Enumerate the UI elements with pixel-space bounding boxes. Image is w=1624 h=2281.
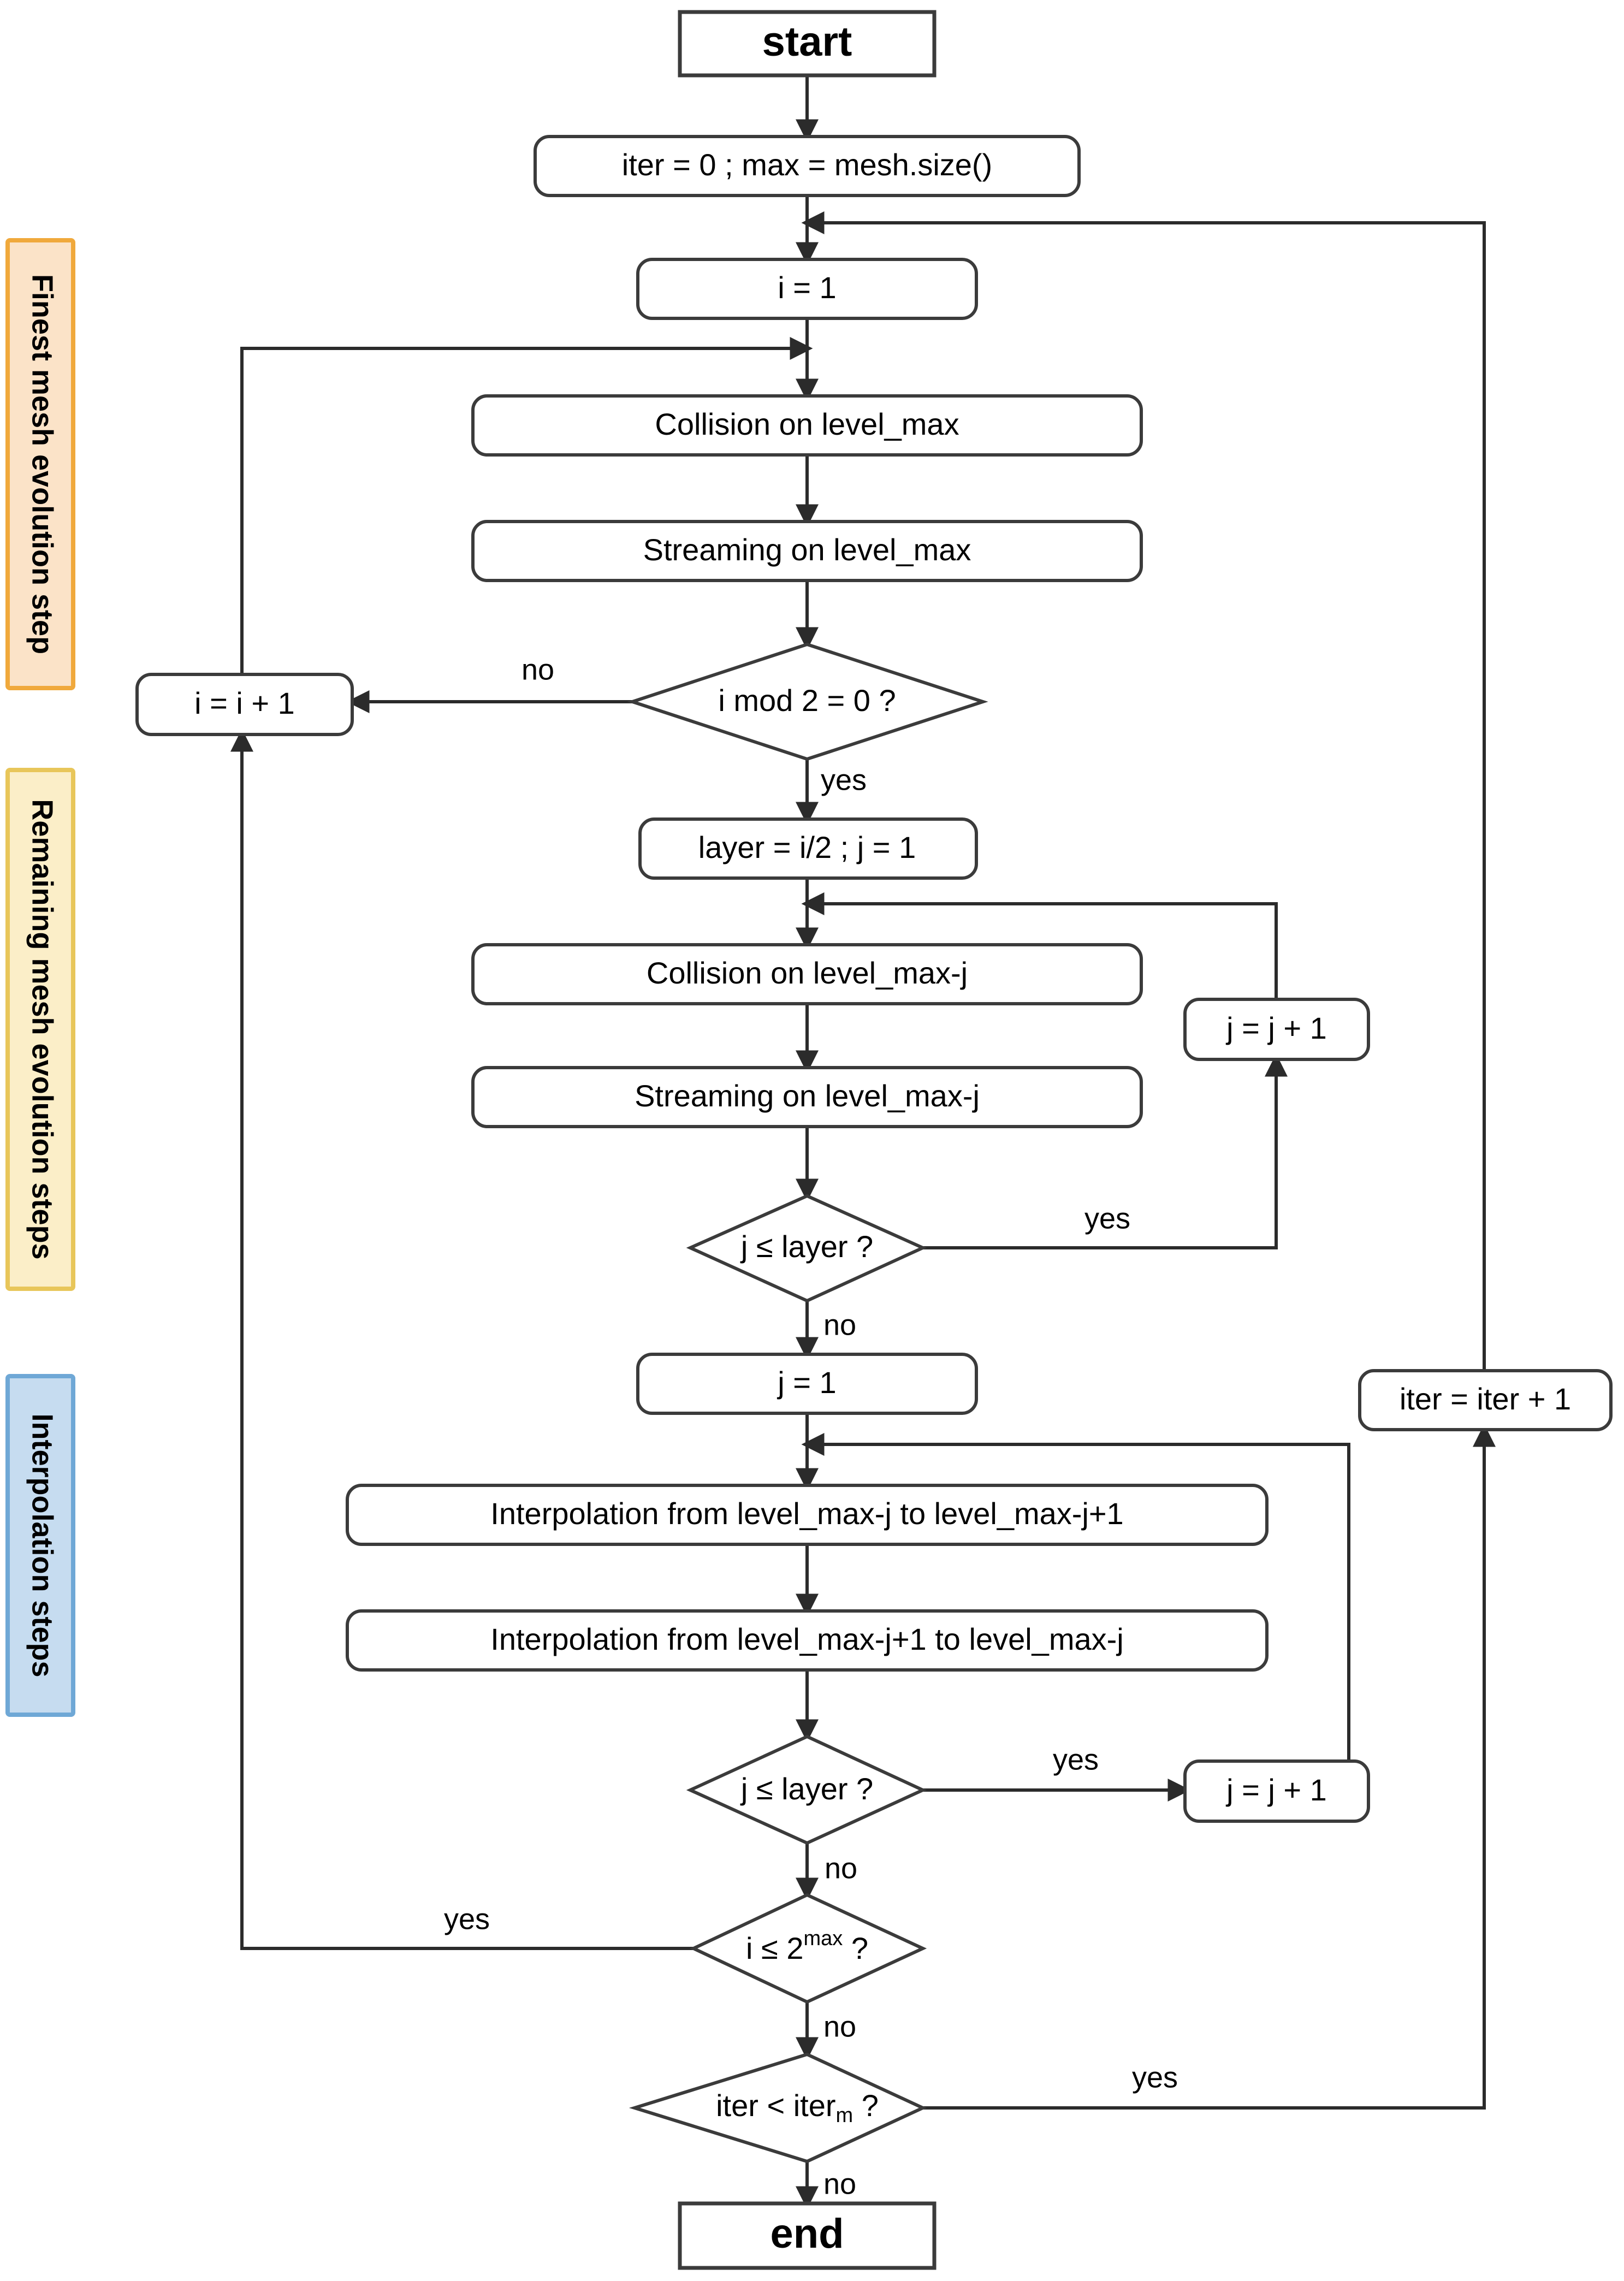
node-jlayer1-shape[interactable] [686,1194,927,1303]
node-end-shape[interactable] [678,2201,937,2270]
node-layer-assign[interactable]: layer = i/2 ; j = 1 [638,817,978,880]
node-j-increment-interpolation[interactable]: j = j + 1 [1183,1759,1370,1823]
node-streaming-maxj-shape[interactable] [471,1066,1143,1128]
node-decision-j-le-layer-interpolation[interactable]: j ≤ layer ? [686,1734,927,1845]
edge-label-jlayer1-no: no [823,1308,856,1341]
node-jlayer2-shape[interactable] [686,1734,927,1845]
node-collision-level-max-j[interactable]: Collision on level_max-j [471,943,1143,1005]
node-j1-shape[interactable] [636,1353,978,1415]
node-i1-shape[interactable] [636,258,978,320]
edge-label-imod2-yes: yes [821,763,867,796]
node-i-increment[interactable]: i = i + 1 [135,673,354,736]
node-i2max-label-sup: max [803,1927,843,1950]
node-jlayer2-label: j ≤ layer ? [740,1772,873,1806]
node-streaming-max-shape[interactable] [471,520,1143,582]
node-interp-up-shape[interactable] [346,1484,1269,1546]
node-iter-increment[interactable]: iter = iter + 1 [1358,1369,1613,1431]
node-i1-label: i = 1 [778,270,836,305]
edge-label-imod2-no: no [521,653,554,686]
node-j-assign-1[interactable]: j = 1 [636,1353,978,1415]
node-init-label: iter = 0 ; max = mesh.size() [622,147,992,182]
band-remaining-mesh-evolution-steps: Remaining mesh evolution steps [5,768,75,1291]
node-interp-up-label: Interpolation from level_max-j to level_… [490,1496,1123,1531]
node-jlayer1-label: j ≤ layer ? [740,1229,873,1264]
node-jplus1-a-shape[interactable] [1183,998,1370,1061]
edge-label-i2max-no: no [823,2010,856,2043]
node-i2max-label: i ≤ 2max ? [746,1927,868,1965]
node-interpolation-down[interactable]: Interpolation from level_max-j+1 to leve… [346,1609,1269,1672]
node-init-shape[interactable] [534,135,1081,197]
node-iter-check-label-suffix: ? [853,2088,879,2123]
edge-layer [230,75,1496,2209]
edge-label-jlayer1-yes: yes [1084,1202,1130,1235]
node-i-increment-shape[interactable] [135,673,354,736]
node-collision-max-label: Collision on level_max [655,407,959,441]
band-remaining-label: Remaining mesh evolution steps [26,799,59,1259]
node-collision-maxj-shape[interactable] [471,943,1143,1005]
node-collision-max-shape[interactable] [471,394,1143,457]
node-end[interactable]: end [678,2201,937,2270]
node-collision-level-max[interactable]: Collision on level_max [471,394,1143,457]
edge-label-iter-no: no [823,2167,856,2200]
node-decision-iter-lt-iter-max[interactable]: iter < iterm ? [629,2052,927,2164]
edge-iter-yes-to-iter-increment [923,1424,1496,2110]
node-start-shape[interactable] [678,10,937,78]
node-interpolation-up[interactable]: Interpolation from level_max-j to level_… [346,1484,1269,1546]
band-interpolation-steps: Interpolation steps [5,1374,75,1717]
edge-i-increment-loop-return [240,337,813,674]
edge-j-loop-a-return [801,892,1278,999]
edge-label-layer: no yes yes no yes no yes no yes no [444,653,1178,2200]
edge-outer-iter-loop-return [801,211,1486,1371]
node-jplus1-b-label: j = j + 1 [1225,1773,1327,1807]
edge-i2max-yes-to-i-increment [230,728,694,1950]
node-i2max-shape[interactable] [689,1893,927,2004]
node-streaming-level-max[interactable]: Streaming on level_max [471,520,1143,582]
node-j1-label: j = 1 [777,1365,836,1400]
node-streaming-maxj-label: Streaming on level_max-j [635,1079,980,1113]
node-iter-check-label-sub: m [836,2104,854,2127]
node-layer-label: layer = i/2 ; j = 1 [698,830,916,864]
node-init[interactable]: iter = 0 ; max = mesh.size() [534,135,1081,197]
node-i2max-label-suffix: ? [843,1931,868,1965]
node-decision-j-le-layer-evolution[interactable]: j ≤ layer ? [686,1194,927,1303]
node-layer-shape[interactable] [638,817,978,880]
node-interp-down-shape[interactable] [346,1609,1269,1672]
node-j-increment-evolution[interactable]: j = j + 1 [1183,998,1370,1061]
node-collision-maxj-label: Collision on level_max-j [647,956,968,990]
node-iter-check-label: iter < iterm ? [716,2088,879,2127]
edge-label-i2max-yes: yes [444,1903,490,1935]
node-decision-i-mod-2[interactable]: i mod 2 = 0 ? [627,642,988,761]
node-imod2-label: i mod 2 = 0 ? [718,683,896,718]
edge-label-iter-yes: yes [1132,2061,1178,2094]
band-interpolation-label: Interpolation steps [26,1413,59,1677]
node-i2max-label-prefix: i ≤ 2 [746,1931,803,1965]
node-interp-down-label: Interpolation from level_max-j+1 to leve… [490,1622,1123,1656]
node-streaming-level-max-j[interactable]: Streaming on level_max-j [471,1066,1143,1128]
node-start-label: start [762,19,852,65]
node-imod2-shape[interactable] [627,642,988,761]
node-jplus1-b-shape[interactable] [1183,1759,1370,1823]
band-interpolation-rect [5,1374,75,1717]
node-streaming-max-label: Streaming on level_max [643,532,971,567]
edge-jlayer1-yes-to-jplus1-a [923,1053,1288,1249]
node-iter-check-shape[interactable] [629,2052,927,2164]
band-finest-rect [5,238,75,690]
node-iter-check-label-prefix: iter < iter [716,2088,835,2123]
node-i-increment-label: i = i + 1 [194,686,295,720]
node-i-assign-1[interactable]: i = 1 [636,258,978,320]
edge-label-jlayer2-no: no [825,1852,857,1885]
band-finest-label: Finest mesh evolution step [26,274,59,654]
band-finest-mesh-evolution-step: Finest mesh evolution step [5,238,75,690]
node-decision-i-le-2-pow-max[interactable]: i ≤ 2max ? [689,1893,927,2004]
band-remaining-rect [5,768,75,1291]
node-iter-increment-shape[interactable] [1358,1369,1613,1431]
edge-j-loop-b-return [801,1433,1350,1764]
node-end-label: end [770,2211,844,2257]
edge-label-jlayer2-yes: yes [1053,1743,1099,1776]
node-jplus1-a-label: j = j + 1 [1225,1011,1327,1045]
node-iter-increment-label: iter = iter + 1 [1400,1382,1571,1416]
node-start[interactable]: start [678,10,937,78]
